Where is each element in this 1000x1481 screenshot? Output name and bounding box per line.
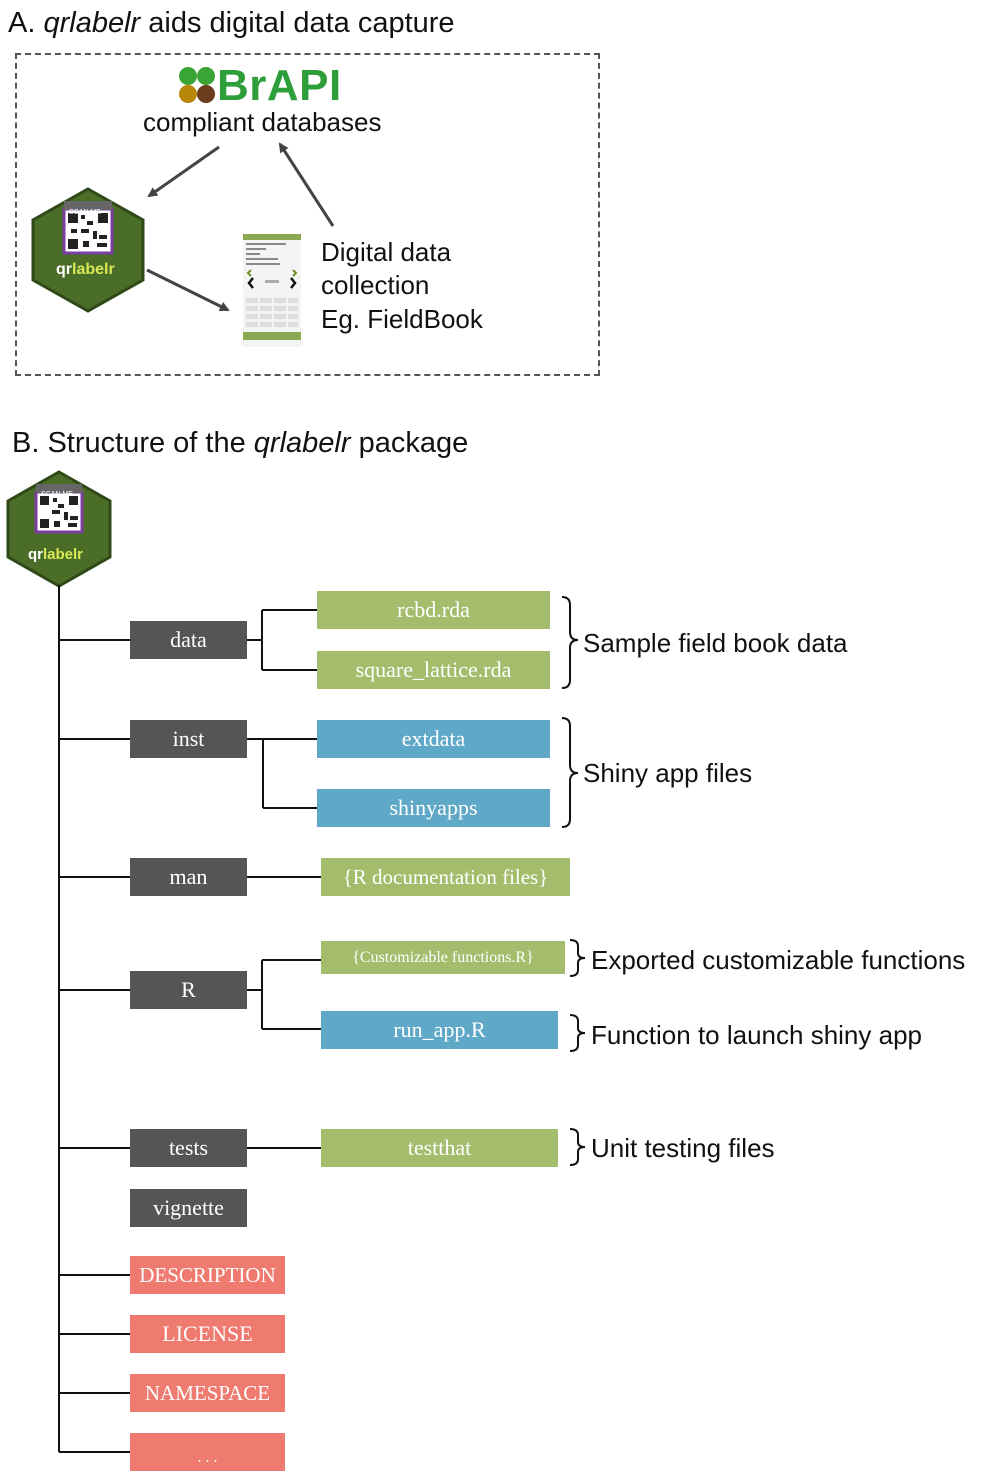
hex-logo-text-rest-b: labelr xyxy=(43,546,84,563)
panel-a-title-italic: qrlabelr xyxy=(43,7,141,39)
collection-line-2: collection xyxy=(321,270,430,300)
panel-b-title-prefix: B. Structure of the xyxy=(12,427,254,459)
folder-inst: inst xyxy=(130,720,247,758)
file-testthat: testthat xyxy=(321,1129,558,1167)
collection-line-1: Digital data xyxy=(321,237,452,267)
brace-exported xyxy=(569,939,586,977)
annotation-shiny-files: Shiny app files xyxy=(583,758,753,788)
file-customizable-functions: {Customizable functions.R} xyxy=(321,941,565,974)
brapi-clover-icon xyxy=(178,66,216,109)
compliant-databases-label: compliant databases xyxy=(143,107,382,137)
file-extdata: extdata xyxy=(317,720,550,758)
folder-data: data xyxy=(130,621,247,659)
arrow-qrlabelr-to-fieldbook xyxy=(146,268,230,312)
folder-man: man xyxy=(130,858,247,896)
panel-b-title: B. Structure of the qrlabelr package xyxy=(12,426,468,460)
hex-logo-text-b: qrlabelr xyxy=(28,546,83,563)
hex-logo-text-q-b: qr xyxy=(28,546,43,563)
brace-unit-tests xyxy=(569,1128,586,1166)
brace-shiny-files xyxy=(561,717,579,828)
file-rcbd: rcbd.rda xyxy=(317,591,550,629)
file-namespace: NAMESPACE xyxy=(130,1374,285,1412)
panel-a-title: A. qrlabelr aids digital data capture xyxy=(8,6,455,40)
annotation-launch: Function to launch shiny app xyxy=(591,1020,922,1050)
file-description: DESCRIPTION xyxy=(130,1256,285,1294)
folder-r: R xyxy=(130,971,247,1009)
panel-a-title-suffix: aids digital data capture xyxy=(140,7,455,39)
hex-logo-text-q-a: qr xyxy=(56,261,72,278)
qrlabelr-hex-logo-b xyxy=(6,470,112,588)
folder-tests: tests xyxy=(130,1129,247,1167)
annotation-sample-data: Sample field book data xyxy=(583,628,848,658)
file-r-documentation: {R documentation files} xyxy=(321,858,570,896)
file-license: LICENSE xyxy=(130,1315,285,1353)
panel-b-title-suffix: package xyxy=(350,427,469,459)
hex-scan-me-b: SCAN ME xyxy=(41,491,73,498)
brace-launch xyxy=(569,1014,586,1052)
fieldbook-phone-image xyxy=(243,234,301,347)
collection-line-3: Eg. FieldBook xyxy=(321,304,483,334)
annotation-unit-tests: Unit testing files xyxy=(591,1133,775,1163)
arrow-fieldbook-to-brapi xyxy=(278,142,335,227)
hex-scan-me-a: SCAN ME xyxy=(69,209,101,216)
arrow-brapi-to-qrlabelr xyxy=(147,145,220,198)
brapi-logo-text: BrAPI xyxy=(217,61,342,110)
panel-a-dashed-box xyxy=(15,53,600,376)
file-more: . . . xyxy=(130,1433,285,1471)
file-square-lattice: square_lattice.rda xyxy=(317,651,550,689)
folder-vignette: vignette xyxy=(130,1189,247,1227)
hex-logo-text-a: qrlabelr xyxy=(56,261,115,279)
panel-b-title-italic: qrlabelr xyxy=(253,427,351,459)
file-shinyapps: shinyapps xyxy=(317,789,550,827)
panel-a-title-prefix: A. xyxy=(8,7,44,39)
annotation-exported: Exported customizable functions xyxy=(591,945,966,975)
brace-sample-data xyxy=(561,596,579,689)
hex-logo-text-rest-a: labelr xyxy=(72,261,115,278)
qrlabelr-hex-logo xyxy=(31,187,145,313)
file-run-app: run_app.R xyxy=(321,1011,558,1049)
